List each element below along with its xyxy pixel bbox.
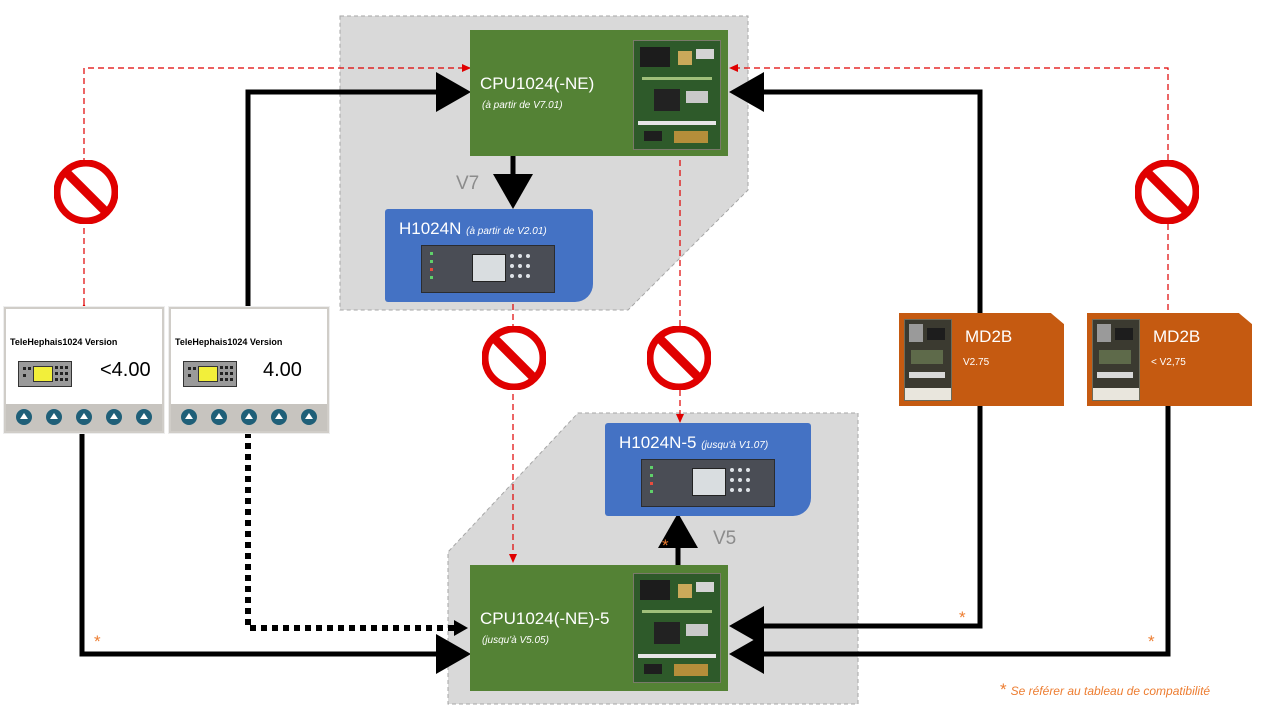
- cpu-v5-box: CPU1024(-NE)-5 (jusqu'à V5.05): [470, 565, 728, 691]
- up-arrow-button-icon[interactable]: [136, 409, 152, 425]
- telehephais-new-device-icon: [183, 361, 237, 387]
- wire-tele-new-to-cpu-v5-dotted: [245, 432, 454, 631]
- cpu-v7-title: CPU1024(-NE): [480, 74, 595, 93]
- cpu-v5-title: CPU1024(-NE)-5: [480, 609, 610, 628]
- telehephais-new-version: 4.00: [263, 359, 302, 381]
- wire-md2b-b-to-cpu-v5: [729, 405, 1171, 674]
- up-arrow-button-icon[interactable]: [76, 409, 92, 425]
- forbidden-link-md2b-b-cpu-v7: [729, 64, 1169, 310]
- h1024n5-heading: H1024N-5 (jusqu'à V1.07): [619, 433, 768, 453]
- up-arrow-button-icon[interactable]: [241, 409, 257, 425]
- md2b-v275-box: MD2B V2.75: [899, 313, 1064, 406]
- h1024n5-title: H1024N-5: [619, 433, 697, 452]
- h1024n-panel-image: [421, 245, 555, 293]
- wire-tele-old-to-cpu-v5: [79, 432, 471, 674]
- cpu-v7-box: CPU1024(-NE) (à partir de V7.01): [470, 30, 728, 156]
- footnote-text: Se référer au tableau de compatibilité: [1010, 684, 1211, 698]
- md2b-lt275-box: MD2B < V2,75: [1087, 313, 1252, 406]
- telehephais-old-device-icon: [18, 361, 72, 387]
- zone-v7-label: V7: [456, 173, 480, 194]
- wire-md2b-a-to-cpu-v7: [729, 72, 983, 313]
- up-arrow-button-icon[interactable]: [16, 409, 32, 425]
- wire-md2b-a-to-cpu-v5: [729, 405, 983, 646]
- h1024n5-panel-image: [641, 459, 775, 507]
- md2b-lt275-title: MD2B: [1153, 327, 1201, 346]
- md2b-lt275-subtitle: < V2,75: [1151, 357, 1186, 368]
- forbidden-link-tele-old-cpu-v7: [80, 64, 471, 312]
- asterisk-icon: *: [94, 632, 101, 651]
- h1024n5-box: H1024N-5 (jusqu'à V1.07): [605, 423, 811, 516]
- no-entry-icon: [482, 326, 546, 390]
- cpu-v7-board-image: [633, 40, 721, 150]
- asterisk-icon: *: [1148, 632, 1155, 651]
- h1024n-title: H1024N: [399, 219, 462, 238]
- telehephais-old-title: TeleHephais1024 Version: [10, 337, 118, 347]
- h1024n-heading: H1024N (à partir de V2.01): [399, 219, 547, 239]
- compatibility-footnote: *Se référer au tableau de compatibilité: [1000, 680, 1210, 700]
- up-arrow-button-icon[interactable]: [106, 409, 122, 425]
- telehephais-old-version: <4.00: [100, 359, 151, 381]
- up-arrow-button-icon[interactable]: [301, 409, 317, 425]
- asterisk-icon: *: [959, 608, 966, 627]
- up-arrow-button-icon[interactable]: [271, 409, 287, 425]
- h1024n5-subtitle: (jusqu'à V1.07): [701, 440, 769, 451]
- wire-tele-new-to-cpu-v5-arrowhead: [454, 620, 468, 636]
- up-arrow-button-icon[interactable]: [46, 409, 62, 425]
- up-arrow-button-icon[interactable]: [181, 409, 197, 425]
- asterisk-icon: *: [662, 536, 669, 555]
- md2b-lt275-board-image: [1092, 319, 1140, 401]
- no-entry-icon: [647, 326, 711, 390]
- asterisk-icon: *: [1000, 680, 1007, 699]
- cpu-v7-subtitle: (à partir de V7.01): [482, 100, 563, 111]
- no-entry-icon: [1135, 160, 1199, 224]
- telehephais-new-button-bar: [171, 404, 327, 431]
- h1024n-box: H1024N (à partir de V2.01): [385, 209, 593, 302]
- md2b-v275-board-image: [904, 319, 952, 401]
- up-arrow-button-icon[interactable]: [211, 409, 227, 425]
- h1024n-subtitle: (à partir de V2.01): [466, 226, 547, 237]
- cpu-v5-board-image: [633, 573, 721, 683]
- cpu-v5-subtitle: (jusqu'à V5.05): [482, 635, 549, 646]
- telehephais-new-title: TeleHephais1024 Version: [175, 337, 283, 347]
- md2b-v275-title: MD2B: [965, 327, 1013, 346]
- no-entry-icon: [54, 160, 118, 224]
- telehephais-old-button-bar: [6, 404, 162, 431]
- md2b-v275-subtitle: V2.75: [963, 357, 990, 368]
- zone-v5-label: V5: [713, 528, 737, 549]
- telehephais-new-window: TeleHephais1024 Version 4.00: [169, 307, 329, 433]
- telehephais-old-window: TeleHephais1024 Version <4.00: [4, 307, 164, 433]
